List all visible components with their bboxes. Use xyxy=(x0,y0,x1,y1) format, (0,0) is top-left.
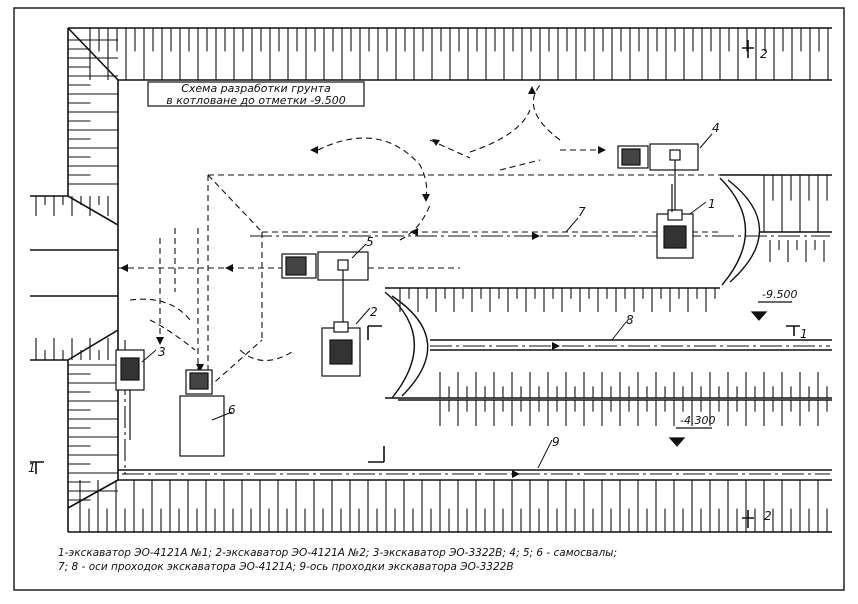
callout-number-5: 5 xyxy=(366,235,374,249)
title-line-2: в котловане до отметки -9.500 xyxy=(166,94,345,107)
drawing-frame xyxy=(13,7,845,591)
legend: 1-экскаватор ЭО-4121А №1; 2-экскаватор Э… xyxy=(58,546,838,574)
section-label-1-right: 1 xyxy=(800,327,808,341)
callout-number-7: 7 xyxy=(578,205,586,219)
callout-number-9: 9 xyxy=(552,435,560,449)
callout-number-3: 3 xyxy=(158,345,166,359)
callout-number-6: 6 xyxy=(228,403,236,417)
callout-number-1: 1 xyxy=(708,197,716,211)
dump-truck-4 xyxy=(617,143,699,212)
excavator-2 xyxy=(321,321,361,377)
truck-route-dashed xyxy=(118,84,720,389)
direction-arrows xyxy=(120,86,606,478)
callout-leaders xyxy=(141,133,713,469)
excavator-1 xyxy=(656,184,694,259)
dump-truck-6 xyxy=(179,369,225,457)
pit-outline xyxy=(30,27,832,533)
section-marks xyxy=(30,40,800,528)
slope-hatching xyxy=(35,28,829,532)
excavator-3 xyxy=(115,349,145,440)
section-label-1-left: 1 xyxy=(28,461,36,475)
section-label-2-bottom: 2 xyxy=(764,509,772,523)
elevation-markers xyxy=(668,301,792,447)
section-label-2-top: 2 xyxy=(760,47,768,61)
elevation-label-upper: -9.500 xyxy=(762,288,797,301)
callout-number-8: 8 xyxy=(626,313,634,327)
callout-number-2: 2 xyxy=(370,305,378,319)
working-face-arcs xyxy=(384,177,761,399)
elevation-label-lower: -4.300 xyxy=(680,414,715,427)
legend-line-1: 1-экскаватор ЭО-4121А №1; 2-экскаватор Э… xyxy=(58,547,618,559)
title-box xyxy=(147,81,365,107)
dump-truck-5 xyxy=(281,251,369,322)
excavator-axes xyxy=(122,235,830,475)
callout-number-4: 4 xyxy=(712,121,720,135)
title-line-1: Схема разработки грунта xyxy=(181,82,331,95)
legend-line-2: 7; 8 - оси проходок экскаватора ЭО-4121А… xyxy=(58,561,514,573)
